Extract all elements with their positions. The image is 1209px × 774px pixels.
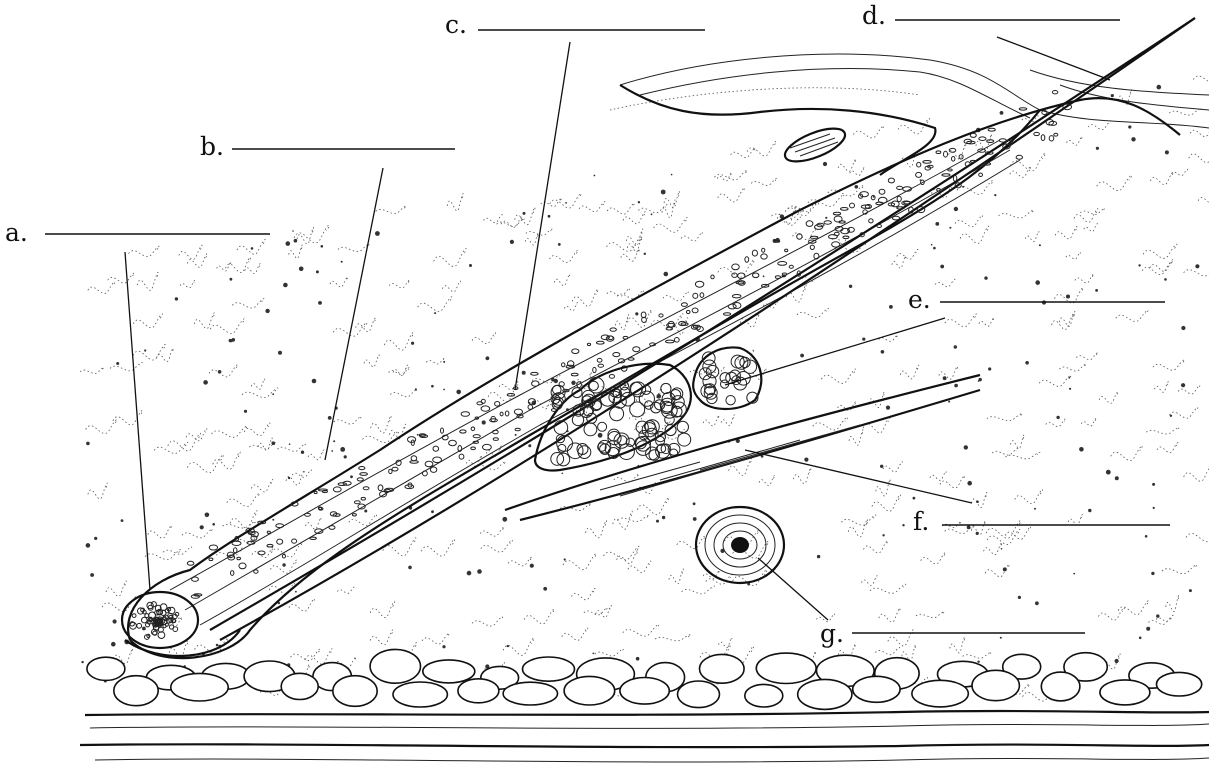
leader-a xyxy=(125,252,150,590)
fascia xyxy=(80,711,1209,762)
leader-g xyxy=(758,558,828,620)
lamellated-corpuscle xyxy=(696,507,784,583)
subcutaneous-fat xyxy=(87,649,1202,709)
hair-follicle xyxy=(122,18,1195,658)
label-f-group: f. xyxy=(745,450,1170,536)
label-a: a. xyxy=(5,218,28,247)
label-c: c. xyxy=(445,10,467,39)
label-f: f. xyxy=(913,507,929,536)
small-vessel xyxy=(781,122,849,168)
leader-b xyxy=(325,168,383,460)
label-d-group: d. xyxy=(862,1,1120,80)
skin-surface xyxy=(610,54,1209,175)
label-e: e. xyxy=(908,285,931,314)
leader-c xyxy=(515,42,570,390)
arrector-pili-muscle xyxy=(505,375,980,520)
label-e-group: e. xyxy=(725,285,1165,385)
leader-f xyxy=(745,450,972,503)
label-b-group: b. xyxy=(200,132,455,460)
leader-d xyxy=(997,37,1110,80)
leader-e xyxy=(725,318,945,385)
label-g: g. xyxy=(820,619,844,648)
label-a-group: a. xyxy=(5,218,270,590)
label-b: b. xyxy=(200,132,224,161)
label-d: d. xyxy=(862,1,886,30)
